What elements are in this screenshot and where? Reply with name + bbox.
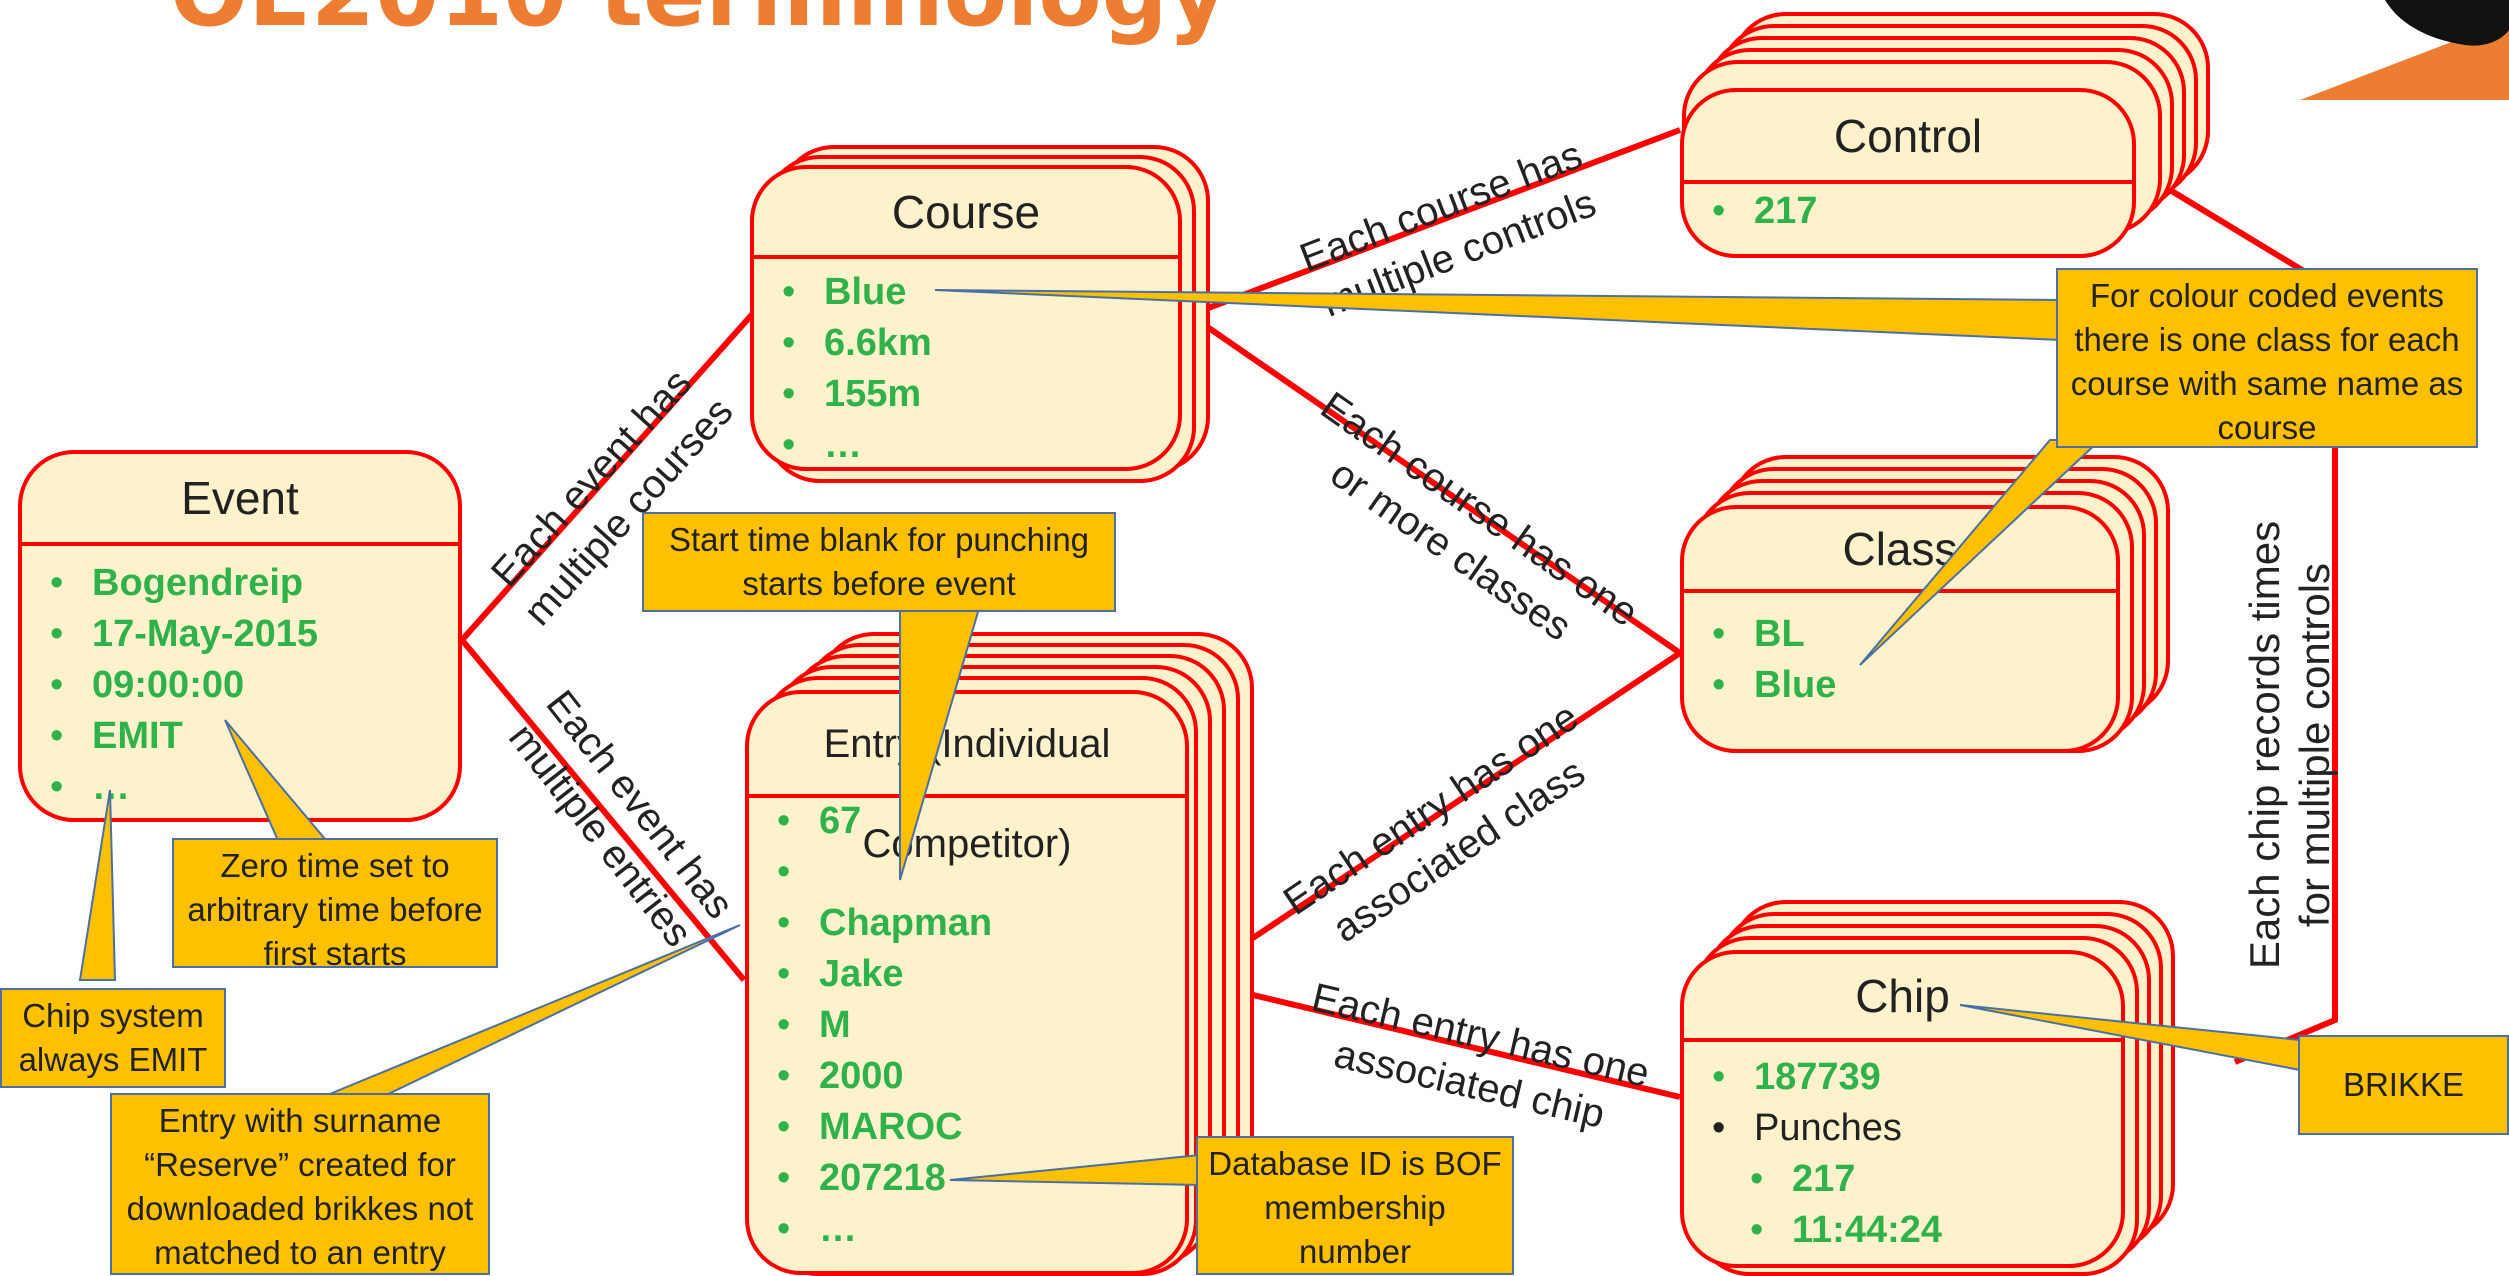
course-attributes: Blue 6.6km 155m … [754,267,1178,467]
course-attribute: 155m [782,369,1178,420]
course-attribute: Blue [782,267,1178,318]
link-entry-class [1188,650,1682,983]
bird-silhouette-icon [2300,0,2509,100]
course-entity: Course Blue 6.6km 155m … [750,165,1182,471]
link-event-entry [459,638,747,982]
course-attribute: … [782,420,1178,467]
pointer-colour-coded-course [934,289,2061,342]
course-entity-title: Course [754,169,1178,259]
callout-start-time: Start time blank for punching starts bef… [642,512,1116,612]
event-attribute: 09:00:00 [50,660,458,711]
callout-database-id: Database ID is BOF membership number [1196,1136,1514,1275]
entry-attribute: Jake [777,949,1185,1000]
pointer-start-time [899,604,982,881]
class-attribute: BL [1712,609,2116,660]
link-event-course [459,308,759,642]
callout-chip-system: Chip system always EMIT [0,988,226,1088]
entry-attribute: 67 [777,796,1185,847]
event-entity-title: Event [22,454,458,546]
callout-reserve: Entry with surname “Reserve” created for… [110,1093,490,1275]
event-attribute: 17-May-2015 [50,609,458,660]
pointer-zero-time [224,719,333,846]
entry-attributes: 67 Chapman Jake M 2000 MAROC 207218 … [749,796,1185,1255]
course-attribute: 6.6km [782,318,1178,369]
control-entity-title: Control [1684,92,2132,184]
callout-colour-coded: For colour coded events there is one cla… [2056,268,2478,448]
chip-entity: Chip 187739 Punches 217 11:44:24 [1680,950,2125,1268]
link-course-control [1188,127,1682,318]
control-attribute: 217 [1712,186,2132,237]
pointer-chip-system [78,789,117,981]
class-entity: Class BL Blue [1680,505,2120,753]
chip-punch-attribute: 217 [1712,1154,2121,1205]
control-entity: Control 217 [1680,88,2136,258]
chip-punches-label: Punches [1712,1103,2121,1154]
class-attribute: Blue [1712,660,2116,711]
entry-attribute: 2000 [777,1051,1185,1102]
chip-attributes: 187739 Punches 217 11:44:24 [1684,1052,2121,1256]
chip-attribute: 187739 [1712,1052,2121,1103]
event-entity: Event Bogendreip 17-May-2015 09:00:00 EM… [18,450,462,822]
callout-brikke: BRIKKE [2298,1035,2509,1135]
entry-attribute: M [777,1000,1185,1051]
pointer-database-id [949,1153,1201,1187]
pointer-brikke [1959,1004,2301,1072]
event-attribute: Bogendreip [50,558,458,609]
event-attribute: EMIT [50,711,458,762]
chip-punch-attribute: 11:44:24 [1712,1205,2121,1256]
class-attributes: BL Blue [1684,609,2116,711]
entry-attribute: 207218 [777,1153,1185,1204]
slide-title: OE2010 terminology [170,0,1228,47]
class-entity-title: Class [1684,509,2116,593]
link-course-class [1188,312,1682,656]
callout-zero-time: Zero time set to arbitrary time before f… [172,838,498,972]
entry-attribute: … [777,1204,1185,1255]
chip-entity-title: Chip [1684,954,2121,1042]
entry-attribute: MAROC [777,1102,1185,1153]
pointer-colour-coded-class [1859,439,2103,666]
control-attributes: 217 [1684,186,2132,237]
link-entry-chip [1189,977,1681,1100]
entry-attribute: Chapman [777,898,1185,949]
